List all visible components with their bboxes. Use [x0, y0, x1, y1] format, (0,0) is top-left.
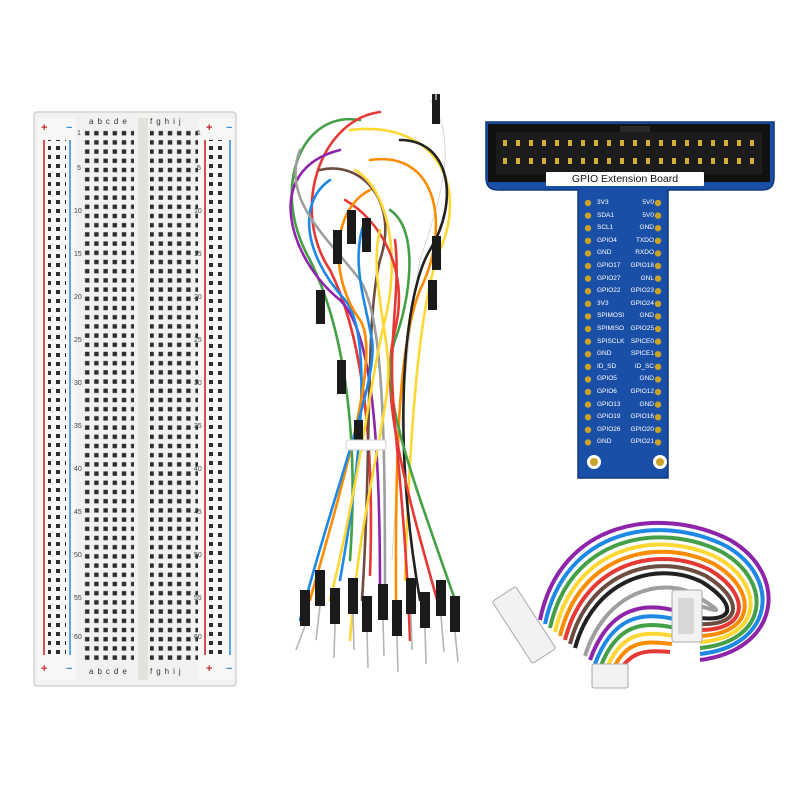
- pin-label: SPICE0: [630, 337, 654, 345]
- pin-label: GND: [597, 438, 612, 446]
- pin-label: GPIO17: [597, 261, 621, 269]
- breadboard-columns-right-bottom: fghij: [150, 667, 185, 676]
- row-number: 5: [197, 165, 201, 172]
- pin-label: GPIO19: [597, 413, 621, 421]
- row-number: 10: [74, 208, 82, 215]
- rail-plus-right-bottom: +: [206, 663, 213, 675]
- row-number: 30: [194, 380, 202, 387]
- pin-label: ID_SC: [634, 362, 654, 370]
- pin-label: 5V0: [642, 199, 654, 206]
- breadboard-columns-left-top: abcde: [89, 117, 131, 126]
- row-number: 60: [74, 634, 82, 641]
- ribbon-cable: [538, 520, 771, 681]
- rail-minus-right-top: −: [226, 122, 233, 134]
- row-number: 35: [74, 423, 82, 430]
- row-number: 5: [77, 165, 81, 172]
- pin-label: GPIO13: [597, 400, 621, 408]
- gpio-board-title: GPIO Extension Board: [546, 172, 704, 186]
- pin-label: GPIO23: [630, 287, 654, 295]
- pin-label: SDA1: [597, 211, 614, 219]
- pin-label: GPIO27: [597, 274, 621, 282]
- row-number: 45: [74, 509, 82, 516]
- row-number: 60: [194, 634, 202, 641]
- pin-label: GND: [639, 400, 654, 408]
- pin-label: GPIO5: [597, 375, 617, 383]
- gpio-right-pin-labels: 5V0 5V0 GND TXDO RXDO GPIO18 GNL GPIO23 …: [624, 197, 654, 449]
- pin-label: RXDO: [635, 249, 654, 257]
- ribbon-connectors: [492, 586, 703, 689]
- pin-label: GPIO22: [597, 287, 621, 295]
- row-number: 15: [194, 251, 202, 258]
- rail-minus-left-bottom: −: [66, 663, 73, 675]
- pin-label: TXDO: [635, 236, 654, 244]
- row-number: 25: [74, 337, 82, 344]
- row-number: 40: [74, 466, 82, 473]
- pin-label: SPICE1: [630, 350, 654, 358]
- rail-plus-left-bottom: +: [41, 663, 48, 675]
- pin-label: GND: [639, 312, 654, 320]
- row-number: 15: [74, 251, 82, 258]
- pin-label: GPIO12: [630, 387, 654, 395]
- gpio-left-pin-labels: 3V3 SDA1 SCL1 GPIO4 GND GPIO17 GPIO27 GP…: [597, 197, 624, 449]
- row-number: 45: [194, 509, 202, 516]
- row-number: 40: [194, 466, 202, 473]
- pin-label: GND: [597, 249, 612, 257]
- row-number: 10: [194, 208, 202, 215]
- pin-label: SPISCLK: [597, 337, 625, 345]
- breadboard-columns-right-top: fghij: [150, 117, 185, 126]
- pin-label: SPIMISO: [597, 324, 625, 332]
- rail-plus-left-top: +: [41, 122, 48, 134]
- row-number: 55: [74, 595, 82, 602]
- pin-label: SPIMOSI: [597, 312, 625, 320]
- row-number: 30: [74, 380, 82, 387]
- pin-label: GPIO20: [630, 425, 654, 433]
- pin-label: GPIO26: [597, 425, 621, 433]
- pin-label: GPIO6: [597, 387, 617, 395]
- row-number: 50: [194, 552, 202, 559]
- wire-pins: [295, 94, 460, 673]
- rail-minus-left-top: −: [66, 122, 73, 134]
- rail-minus-right-bottom: −: [226, 663, 233, 675]
- row-number: 25: [194, 337, 202, 344]
- row-number: 20: [194, 294, 202, 301]
- pin-label: ID_SD: [597, 362, 617, 370]
- pin-label: GND: [639, 375, 654, 383]
- pin-label: GPIO4: [597, 236, 617, 244]
- pin-label: 3V3: [597, 299, 609, 307]
- row-number: 1: [77, 130, 81, 137]
- breadboard: [33, 111, 237, 687]
- row-number: 50: [74, 552, 82, 559]
- pin-label: GPIO18: [630, 261, 654, 269]
- pin-label: GPIO16: [630, 413, 654, 421]
- pin-label: 3V3: [597, 199, 609, 206]
- rail-plus-right-top: +: [206, 122, 213, 134]
- pin-label: 5V0: [642, 211, 654, 219]
- pin-label: SCL1: [597, 224, 614, 232]
- jumper-wires: [289, 98, 457, 642]
- pin-label: GND: [597, 350, 612, 358]
- row-number: 1: [197, 130, 201, 137]
- row-number: 20: [74, 294, 82, 301]
- row-number: 55: [194, 595, 202, 602]
- pin-label: GND: [639, 224, 654, 232]
- pin-label: GPIO25: [630, 324, 654, 332]
- pin-label: GNL: [640, 274, 654, 282]
- pin-label: GPIO24: [630, 299, 654, 307]
- pin-label: GPIO21: [630, 438, 654, 446]
- row-number: 35: [194, 423, 202, 430]
- breadboard-columns-left-bottom: abcde: [89, 667, 131, 676]
